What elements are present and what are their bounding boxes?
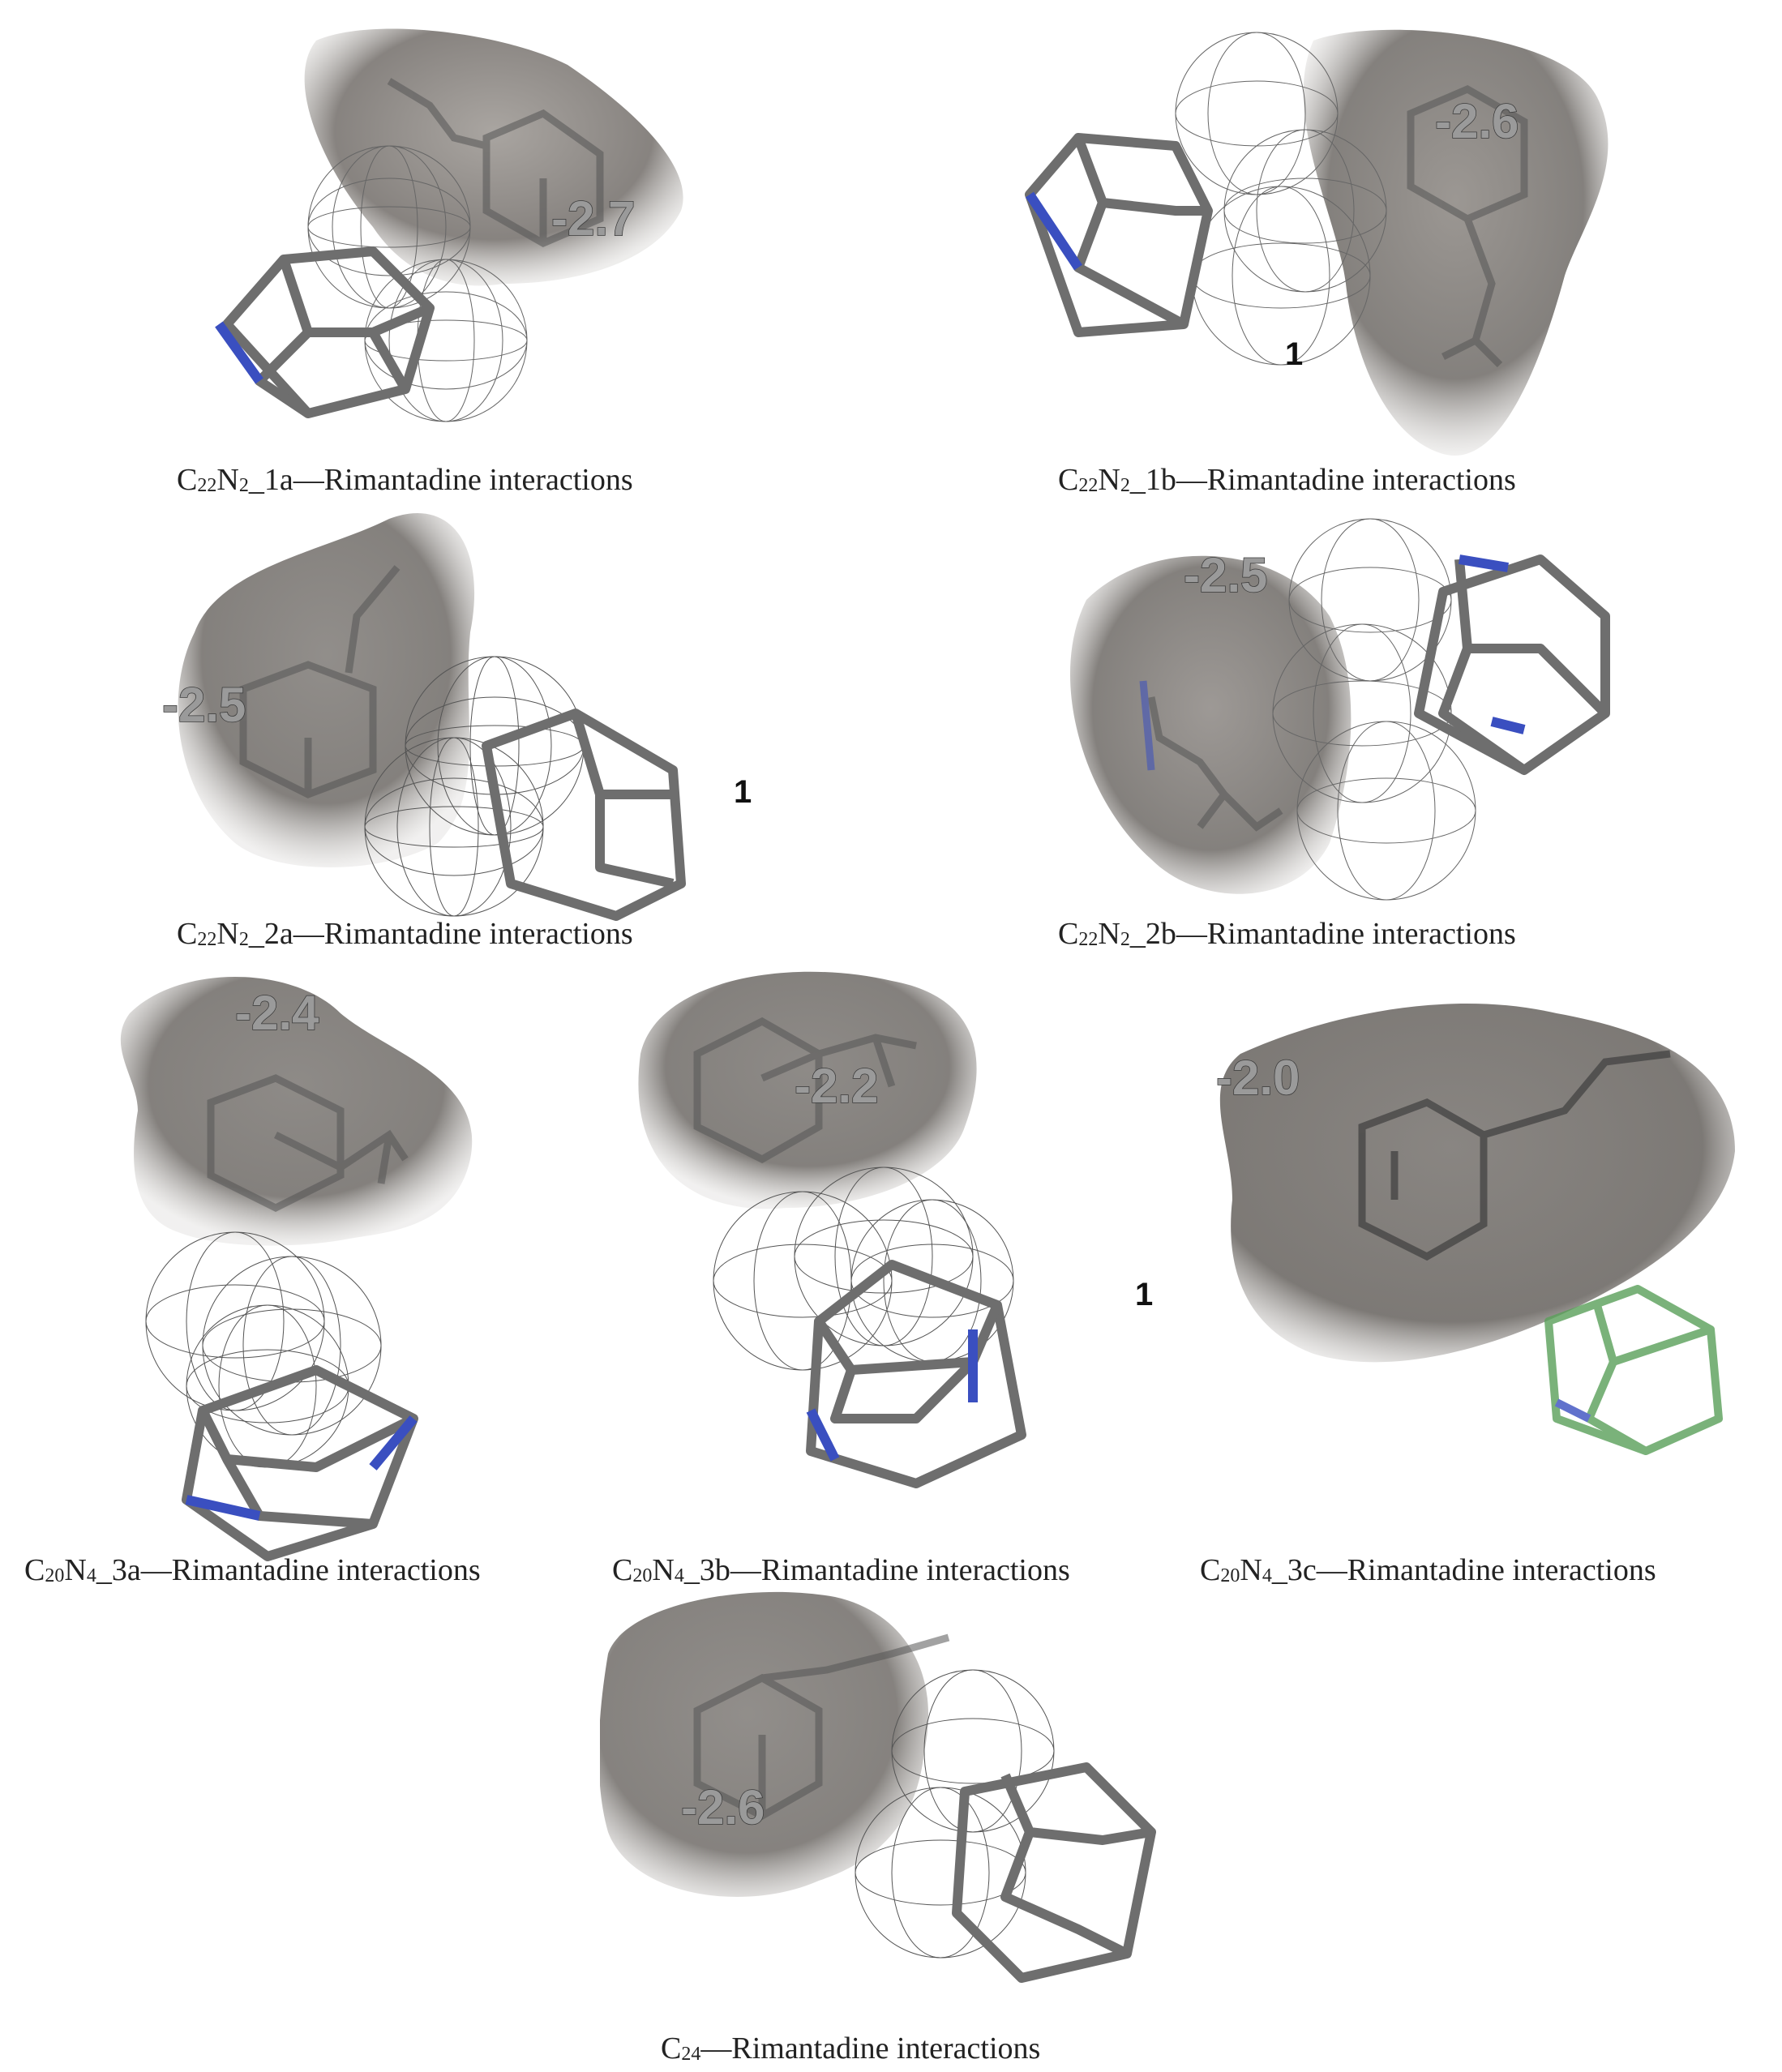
mesh-spheres [855,1669,1055,1959]
molecule-render: -2.4 [120,977,473,1561]
molecule-render: -2.6 [600,1591,1156,1983]
index-label: 1 [1285,336,1303,372]
molecule-render: -2.5 [1069,518,1610,901]
energy-label: -2.6 [681,1780,765,1834]
energy-label: -2.5 [162,678,246,732]
energy-label: -2.0 [1216,1051,1300,1105]
panel-c20n4-3b: -2.2 C20N4_3b—Rimantadine interactions [608,965,1192,1605]
caption: C22N2_2a—Rimantadine interactions [177,917,633,951]
cage-skeleton [1025,133,1213,337]
rimantadine-skeleton [1407,84,1528,368]
molecule-render: -2.5 1 [161,512,752,921]
mesh-spheres [713,1167,1014,1371]
energy-label: -2.4 [235,986,319,1040]
panel-c22n2-2a: -2.5 1 C22N2_2a—Rimantadine interactions [146,503,754,957]
cage-skeleton [806,1260,1026,1488]
molecule-render: -2.0 1 [1135,1004,1735,1455]
molecule-render: -2.7 [215,28,683,422]
vdw-surface [1069,555,1351,894]
cage-skeleton [1544,1285,1723,1455]
cage-skeleton [182,1365,418,1561]
cage-skeleton [1414,554,1610,775]
energy-label: -2.2 [795,1059,878,1113]
energy-label: -2.7 [551,191,635,246]
caption: C24—Rimantadine interactions [661,2031,1041,2066]
energy-label: -2.5 [1184,548,1267,602]
caption: C20N4_3b—Rimantadine interactions [612,1553,1070,1587]
cage-skeleton [482,709,686,921]
caption: C22N2_1b—Rimantadine interactions [1058,463,1516,497]
panel-c22n2-1a: -2.7 C22N2_1a—Rimantadine interactions [162,16,730,497]
energy-label: -2.6 [1435,94,1519,148]
vdw-surface [638,971,977,1209]
caption: C20N4_3c—Rimantadine interactions [1200,1553,1656,1587]
cage-skeleton [952,1762,1156,1983]
mesh-spheres [145,1231,382,1468]
rimantadine-skeleton [1358,1050,1671,1261]
mesh-spheres [307,145,528,422]
molecule-render: -2.6 1 [1025,29,1609,456]
vdw-surface [1303,29,1609,456]
panel-c20n4-3a: -2.4 C20N4_3a—Rimantadine interactions [16,965,600,1605]
vdw-surface [178,512,475,867]
caption: C22N2_1a—Rimantadine interactions [177,463,633,497]
rimantadine-skeleton [387,78,604,248]
index-label: 1 [1135,1277,1153,1312]
panel-c22n2-2b: -2.5 C22N2_2b—Rimantadine interactions [1038,503,1646,957]
molecule-render: -2.2 [638,971,1026,1488]
rimantadine-skeleton [693,1633,950,1821]
rimantadine-skeleton [1139,680,1283,832]
panel-c22n2-1b: -2.6 1 C22N2_1b—Rimantadine interactions [1013,16,1621,497]
caption: C22N2_2b—Rimantadine interactions [1058,917,1516,951]
panel-c20n4-3c: -2.0 1 C20N4_3c—Rimantadine interactions [1127,965,1767,1605]
panel-c24: -2.6 C24—Rimantadine interactions [600,1589,1216,2072]
rimantadine-skeleton [693,1017,917,1164]
vdw-surface [1219,1004,1735,1363]
caption: C20N4_3a—Rimantadine interactions [24,1553,481,1587]
rimantadine-skeleton [207,1074,409,1213]
index-label: 1 [734,774,752,810]
cage-skeleton [215,246,435,418]
rimantadine-skeleton [239,565,401,798]
